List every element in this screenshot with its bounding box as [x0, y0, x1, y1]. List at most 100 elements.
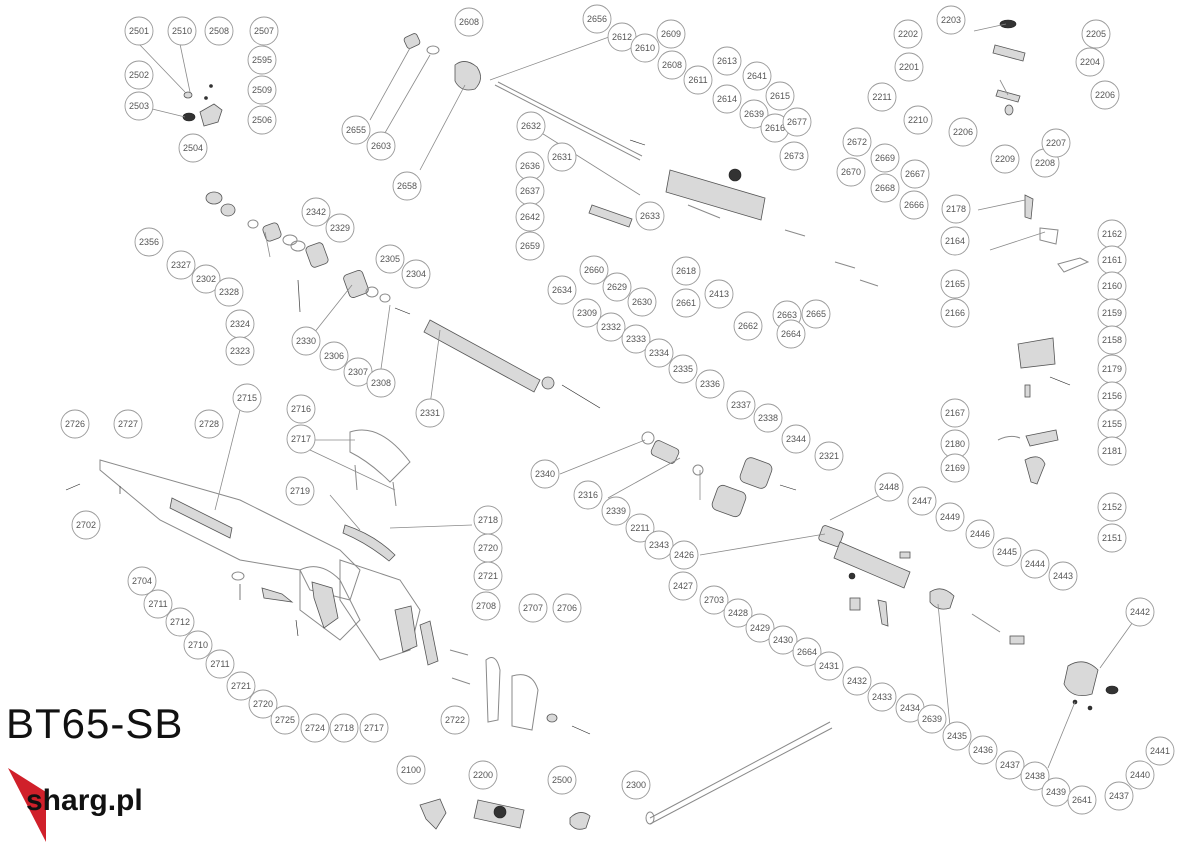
callout-circle [656, 19, 686, 49]
callout-circle [992, 537, 1022, 567]
callout-circle [214, 277, 244, 307]
callout-circle [903, 105, 933, 135]
callout-label: 2340 [535, 469, 555, 479]
callout-circle [776, 319, 806, 349]
callout-label: 2662 [738, 321, 758, 331]
callout-label: 2629 [607, 282, 627, 292]
callout-2503: 2503 [124, 91, 154, 121]
callout-label: 2664 [797, 647, 817, 657]
callout-2437: 2437 [1104, 781, 1134, 811]
callout-2722: 2722 [440, 705, 470, 735]
callout-label: 2433 [872, 692, 892, 702]
callout-2428: 2428 [723, 598, 753, 628]
callout-2330: 2330 [291, 326, 321, 356]
callout-2342: 2342 [301, 197, 331, 227]
callout-label: 2718 [478, 515, 498, 525]
callout-circle [621, 770, 651, 800]
callout-circle [124, 16, 154, 46]
callout-2668: 2668 [870, 173, 900, 203]
callout-label: 2337 [731, 400, 751, 410]
callout-2717: 2717 [359, 713, 389, 743]
callout-label: 2727 [118, 419, 138, 429]
callout-label: 2427 [673, 581, 693, 591]
callout-2720: 2720 [248, 689, 278, 719]
callout-label: 2179 [1102, 364, 1122, 374]
callout-2715: 2715 [232, 383, 262, 413]
callout-label: 2160 [1102, 281, 1122, 291]
callout-circle [134, 227, 164, 257]
callout-circle [792, 637, 822, 667]
callout-label: 2707 [523, 603, 543, 613]
callout-label: 2100 [401, 765, 421, 775]
callout-label: 2666 [904, 200, 924, 210]
callout-2316: 2316 [573, 480, 603, 510]
callout-2667: 2667 [900, 159, 930, 189]
callout-2445: 2445 [992, 537, 1022, 567]
callout-2673: 2673 [779, 141, 809, 171]
callout-label: 2413 [709, 289, 729, 299]
callout-2702: 2702 [71, 510, 101, 540]
callout-circle [396, 755, 426, 785]
callout-label: 2321 [819, 451, 839, 461]
callout-2706: 2706 [552, 593, 582, 623]
callout-label: 2445 [997, 547, 1017, 557]
callout-2703: 2703 [699, 585, 729, 615]
callout-label: 2328 [219, 287, 239, 297]
callout-label: 2207 [1046, 138, 1066, 148]
callout-2660: 2660 [579, 255, 609, 285]
callout-label: 2633 [640, 211, 660, 221]
callout-label: 2164 [945, 236, 965, 246]
callout-2152: 2152 [1097, 492, 1127, 522]
callout-label: 2156 [1102, 391, 1122, 401]
callout-label: 2158 [1102, 335, 1122, 345]
callout-label: 2610 [635, 43, 655, 53]
callout-2595: 2595 [247, 45, 277, 75]
callout-circle [552, 593, 582, 623]
callout-2324: 2324 [225, 309, 255, 339]
callout-circle [468, 760, 498, 790]
callout-2433: 2433 [867, 682, 897, 712]
callout-2630: 2630 [627, 287, 657, 317]
callout-circle [1067, 785, 1097, 815]
callout-label: 2655 [346, 125, 366, 135]
callout-label: 2309 [577, 308, 597, 318]
callout-2712: 2712 [165, 607, 195, 637]
callout-label: 2722 [445, 715, 465, 725]
callout-label: 2672 [847, 137, 867, 147]
callout-2642: 2642 [515, 202, 545, 232]
callout-label: 2329 [330, 223, 350, 233]
callout-label: 2613 [717, 56, 737, 66]
callout-label: 2717 [364, 723, 384, 733]
callout-2661: 2661 [671, 288, 701, 318]
callout-2672: 2672 [842, 127, 872, 157]
callout-label: 2436 [973, 745, 993, 755]
callout-label: 2639 [922, 714, 942, 724]
callout-label: 2432 [847, 676, 867, 686]
callout-2305: 2305 [375, 244, 405, 274]
callout-label: 2440 [1130, 770, 1150, 780]
callout-label: 2336 [700, 379, 720, 389]
callout-2726: 2726 [60, 409, 90, 439]
callout-label: 2609 [661, 29, 681, 39]
callout-circle [178, 133, 208, 163]
callout-label: 2663 [777, 310, 797, 320]
callout-label: 2180 [945, 439, 965, 449]
callout-circle [1075, 47, 1105, 77]
callout-2724: 2724 [300, 713, 330, 743]
callout-label: 2664 [781, 329, 801, 339]
callout-label: 2509 [252, 85, 272, 95]
callout-2444: 2444 [1020, 549, 1050, 579]
callout-circle [995, 750, 1025, 780]
callout-2203: 2203 [936, 5, 966, 35]
callout-label: 2595 [252, 55, 272, 65]
callout-2639: 2639 [739, 99, 769, 129]
callout-2155: 2155 [1097, 409, 1127, 439]
callout-label: 2718 [334, 723, 354, 733]
callout-circle [742, 61, 772, 91]
callout-2430: 2430 [768, 625, 798, 655]
callout-label: 2634 [552, 285, 572, 295]
callout-label: 2161 [1102, 255, 1122, 265]
callout-label: 2166 [945, 308, 965, 318]
callout-2427: 2427 [668, 571, 698, 601]
